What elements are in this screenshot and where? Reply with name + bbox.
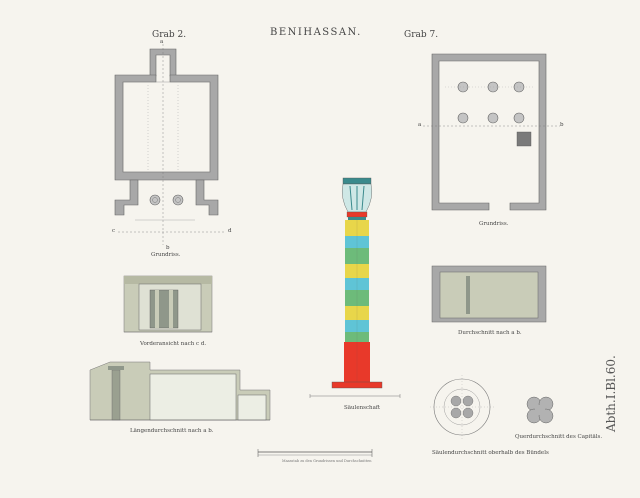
grab-right-label: Grab 7. [404,30,439,40]
grab7-section [431,265,547,323]
axis-letter-left-d: d [228,228,232,234]
grab2-front-view [123,275,213,333]
lotus-column [309,177,401,398]
column-cross-section-round [430,375,494,439]
axis-letter-left-a: a [160,39,164,45]
scale-bar [257,449,373,457]
scale-bar-label: Maasstab zu den Grundrissen und Durchsch… [282,459,372,463]
axis-letter-left-b: b [166,245,170,251]
axis-letter-right-b: b [560,122,564,128]
plate-side-number: Abth.I.Bl.60. [604,355,618,432]
plate-title: BENIHASSAN. [270,27,362,38]
caption-saeule: Säulenschaft [344,405,381,411]
grab-left-label: Grab 2. [152,30,187,40]
caption-grundriss-right: Grundriss. [479,221,509,227]
axis-letter-right-a: a [418,122,422,128]
grab2-longitudinal-section [89,361,271,421]
caption-saeulendurchschnitt: Säulendurchschnitt oberhalb des Bündels [432,450,549,456]
caption-laengendurchschnitt: Längendurchschnitt nach a b. [130,428,214,434]
capital-cross-section [526,396,554,424]
grab2-plan [114,44,226,245]
caption-querdurchschnitt: Querdurchschnitt des Capitäls. [515,434,603,440]
caption-grundriss-left: Grundriss. [151,252,181,258]
caption-vorderansicht: Vorderansicht nach c d. [140,341,207,347]
axis-letter-left-c: c [112,228,116,234]
grab7-plan [423,53,560,211]
caption-durchschnitt: Durchschnitt nach a b. [458,330,522,336]
